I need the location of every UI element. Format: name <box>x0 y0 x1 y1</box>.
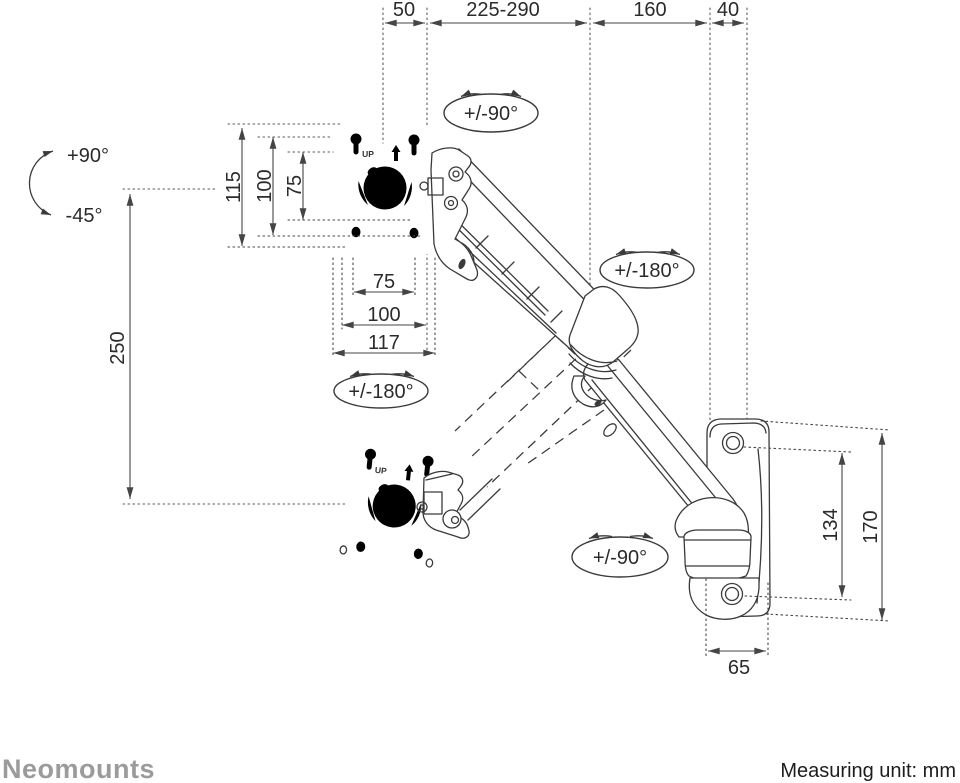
dim-height-adjustment: 250 <box>107 194 134 499</box>
svg-text:75: 75 <box>284 175 306 197</box>
mount-drawing <box>331 122 771 620</box>
dim-plate-width: 117 <box>333 332 435 357</box>
rotation-ellipse-plate: +/-180° <box>333 370 429 409</box>
elbow-hook <box>571 375 607 408</box>
svg-text:115: 115 <box>223 171 245 203</box>
dim-wall-plate-width: 65 <box>708 647 766 679</box>
screw-hole <box>339 545 348 555</box>
dim-plate-height: 115 <box>223 128 246 246</box>
angle-tilt-down: -45° <box>66 205 103 227</box>
dim-wall-hole-spacing: 134 <box>820 453 846 597</box>
measuring-unit-note: Measuring unit: mm <box>780 760 956 782</box>
wall-screw-hole-bottom <box>720 582 744 606</box>
svg-text:75: 75 <box>373 271 395 293</box>
svg-text:+/-90°: +/-90° <box>593 547 647 569</box>
svg-text:+/-90°: +/-90° <box>464 103 518 125</box>
dim-rear-arm: 160 <box>593 0 707 27</box>
angle-indicators: +90° -45° +/-90° +/-180° +/-180° <box>28 89 695 578</box>
head-joint-top <box>419 147 479 281</box>
angle-tilt-up: +90° <box>67 145 109 167</box>
svg-text:40: 40 <box>717 0 739 21</box>
svg-text:250: 250 <box>107 331 129 364</box>
brand-logo: Neomounts <box>2 754 155 783</box>
dim-vesa-75-vertical: 75 <box>284 152 307 220</box>
vesa-plate-bottom <box>334 435 455 579</box>
vesa-extension-lines <box>227 219 436 358</box>
dim-horizontal-reach: 225-290 <box>430 0 587 27</box>
dim-vesa-100-horizontal: 100 <box>342 304 426 329</box>
swivel-adapter <box>674 496 750 538</box>
svg-text:50: 50 <box>393 0 415 21</box>
wall-swivel-joint <box>674 496 760 620</box>
svg-text:134: 134 <box>820 508 842 541</box>
svg-text:160: 160 <box>633 0 666 21</box>
tilt-range-indicator: +90° -45° <box>28 145 109 227</box>
elbow-joint <box>568 285 639 408</box>
rotation-ellipse-arm: +/-180° <box>599 248 695 289</box>
dim-wall-plate-height: 170 <box>860 433 886 620</box>
dim-head-depth: 50 <box>385 0 425 27</box>
wall-extension-lines <box>705 420 891 658</box>
swivel-collar <box>683 529 752 581</box>
dimension-layer: 50 225-290 160 40 115 100 75 <box>107 0 891 679</box>
svg-text:65: 65 <box>728 657 750 679</box>
svg-text:117: 117 <box>368 332 400 354</box>
rotation-ellipse-wall-swivel: +/-90° <box>571 532 669 578</box>
head-joint-bottom <box>416 470 501 539</box>
vesa-plate-top <box>331 122 439 255</box>
dim-vesa-100-vertical: 100 <box>254 137 277 235</box>
svg-text:100: 100 <box>367 304 400 326</box>
svg-text:+/-180°: +/-180° <box>614 260 679 282</box>
screw-hole <box>425 558 434 568</box>
dim-vesa-75-horizontal: 75 <box>354 271 414 296</box>
wall-screw-hole-top <box>721 431 745 455</box>
svg-text:225-290: 225-290 <box>466 0 539 21</box>
rotation-ellipse-head-swivel: +/-90° <box>443 89 539 133</box>
dim-wall-clearance: 40 <box>712 0 744 27</box>
svg-text:+/-180°: +/-180° <box>348 381 413 403</box>
svg-text:170: 170 <box>860 510 882 543</box>
svg-text:100: 100 <box>254 169 276 202</box>
